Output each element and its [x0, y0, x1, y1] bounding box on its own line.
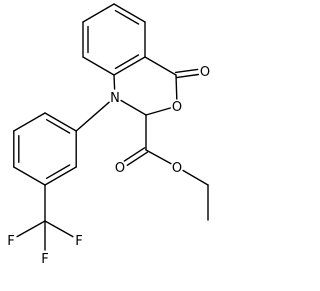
- ring-bond: [144, 56, 177, 76]
- carbonyl-double-bond: [174, 68, 199, 74]
- aryl-bond: [44, 112, 77, 132]
- benzo-bond: [113, 56, 146, 76]
- molecule-drawing: O N O F F F O O: [7, 3, 210, 267]
- aryl-double-bond: [45, 164, 71, 180]
- benzo-double-bond: [114, 9, 140, 25]
- structure-diagram: O N O F F F O O: [7, 3, 211, 267]
- benzo-bond: [82, 3, 115, 23]
- ring-bond: [145, 107, 172, 116]
- benzo-double-bond: [114, 54, 140, 70]
- ring-nitrogen-label: N: [110, 91, 120, 106]
- ring-bond: [120, 99, 147, 116]
- benzo-bond: [82, 56, 115, 76]
- aryl-bond: [13, 112, 46, 132]
- keto-oxygen-label: O: [200, 65, 210, 80]
- ester-bond: [145, 149, 172, 165]
- aryl-bond: [44, 166, 77, 186]
- ring-oxygen-label: O: [172, 100, 182, 115]
- n-aryl-bond: [75, 101, 110, 132]
- aryl-double-bond: [45, 118, 71, 134]
- fluorine-label: F: [41, 252, 48, 267]
- c-f-bond: [44, 220, 74, 238]
- ring-bond: [175, 74, 178, 100]
- aryl-bond: [13, 166, 46, 186]
- ester-carbonyl-double-bond: [126, 151, 149, 167]
- fluorine-label: F: [75, 234, 82, 249]
- ring-bond: [113, 74, 116, 90]
- carbonyl-double-bond: [175, 73, 200, 79]
- ethyl-bond: [182, 169, 209, 186]
- ester-carbonyl-double-bond: [123, 147, 146, 162]
- c-f-bond: [16, 220, 46, 238]
- ester-oxygen-label: O: [172, 161, 182, 176]
- benzo-bond: [113, 3, 146, 23]
- ester-carbonyl-oxygen-label: O: [115, 161, 125, 176]
- fluorine-label: F: [7, 234, 14, 249]
